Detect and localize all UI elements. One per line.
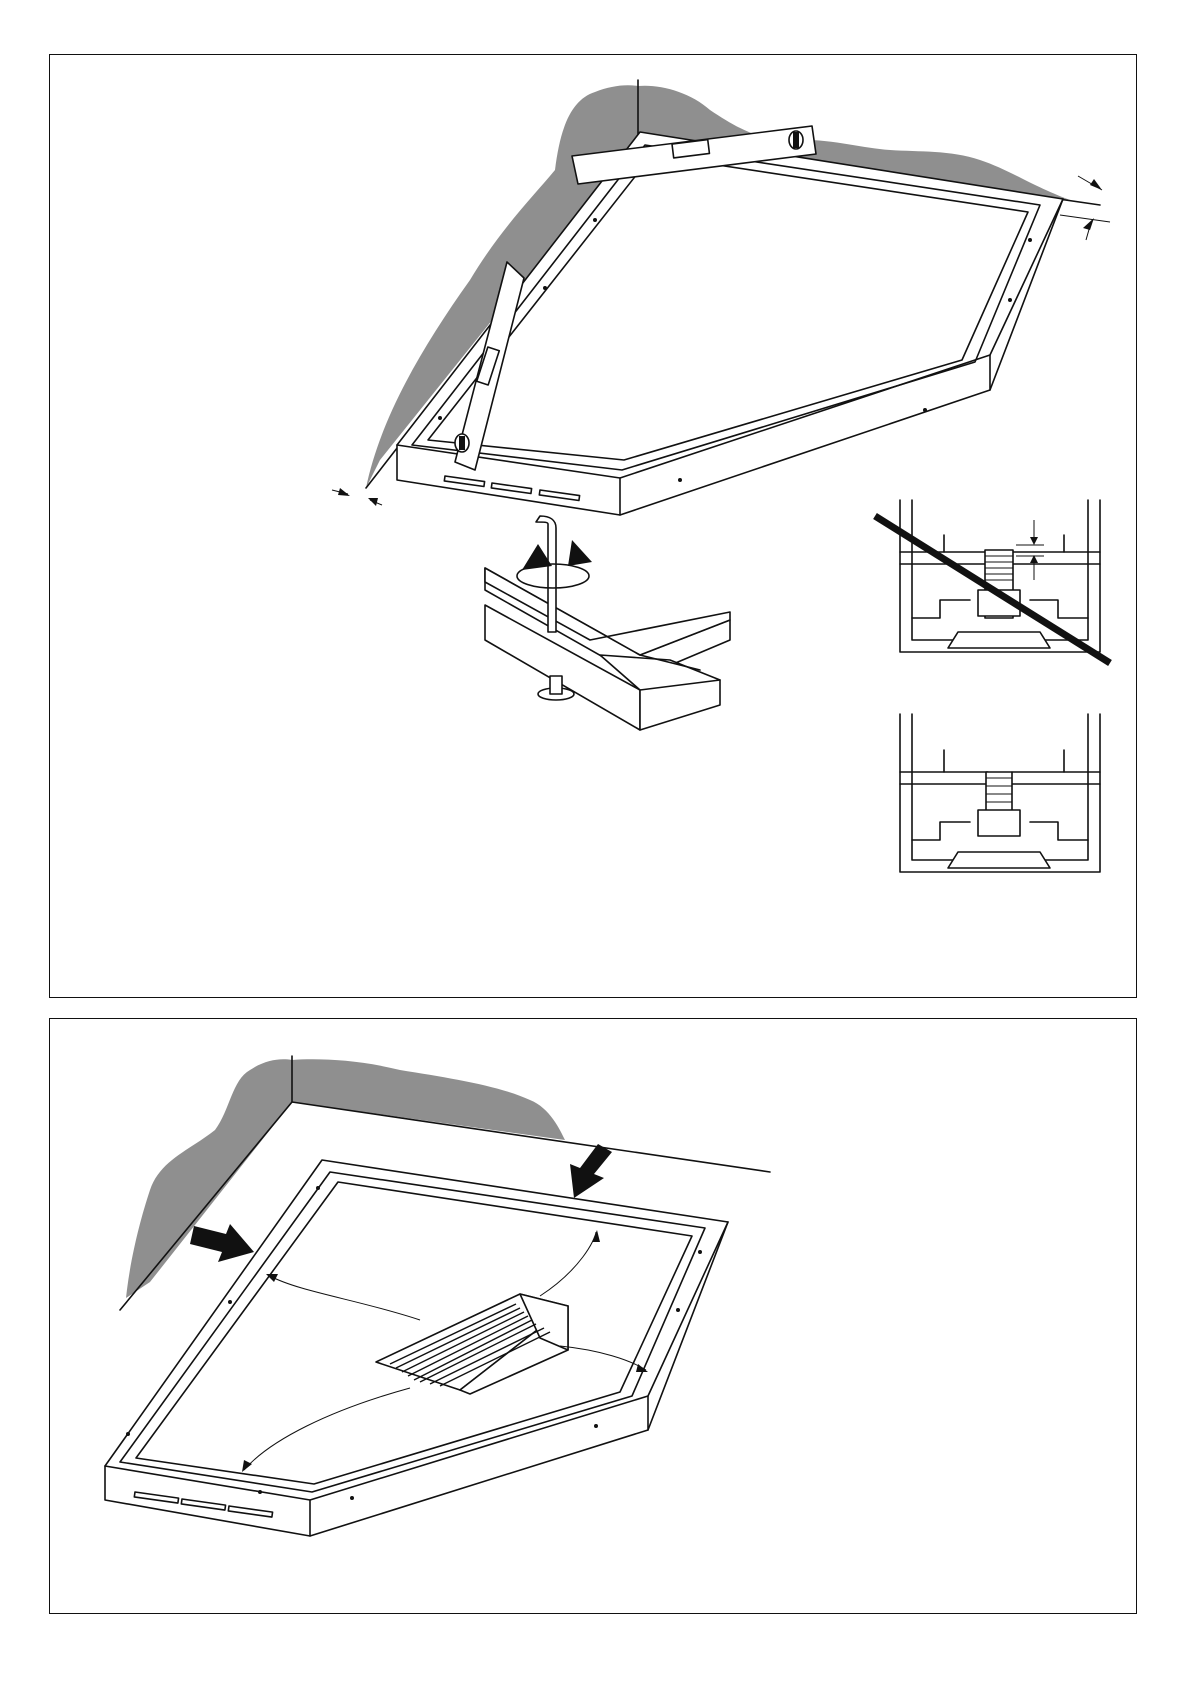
allen-key-detail xyxy=(485,516,730,730)
gap-arrows-right xyxy=(1060,176,1110,240)
adjuster-foot-correct xyxy=(900,714,1100,872)
tray-placement-step-panel xyxy=(49,1018,1137,1614)
adjuster-foot-wrong xyxy=(875,500,1110,663)
gap-arrows-left xyxy=(332,488,382,506)
